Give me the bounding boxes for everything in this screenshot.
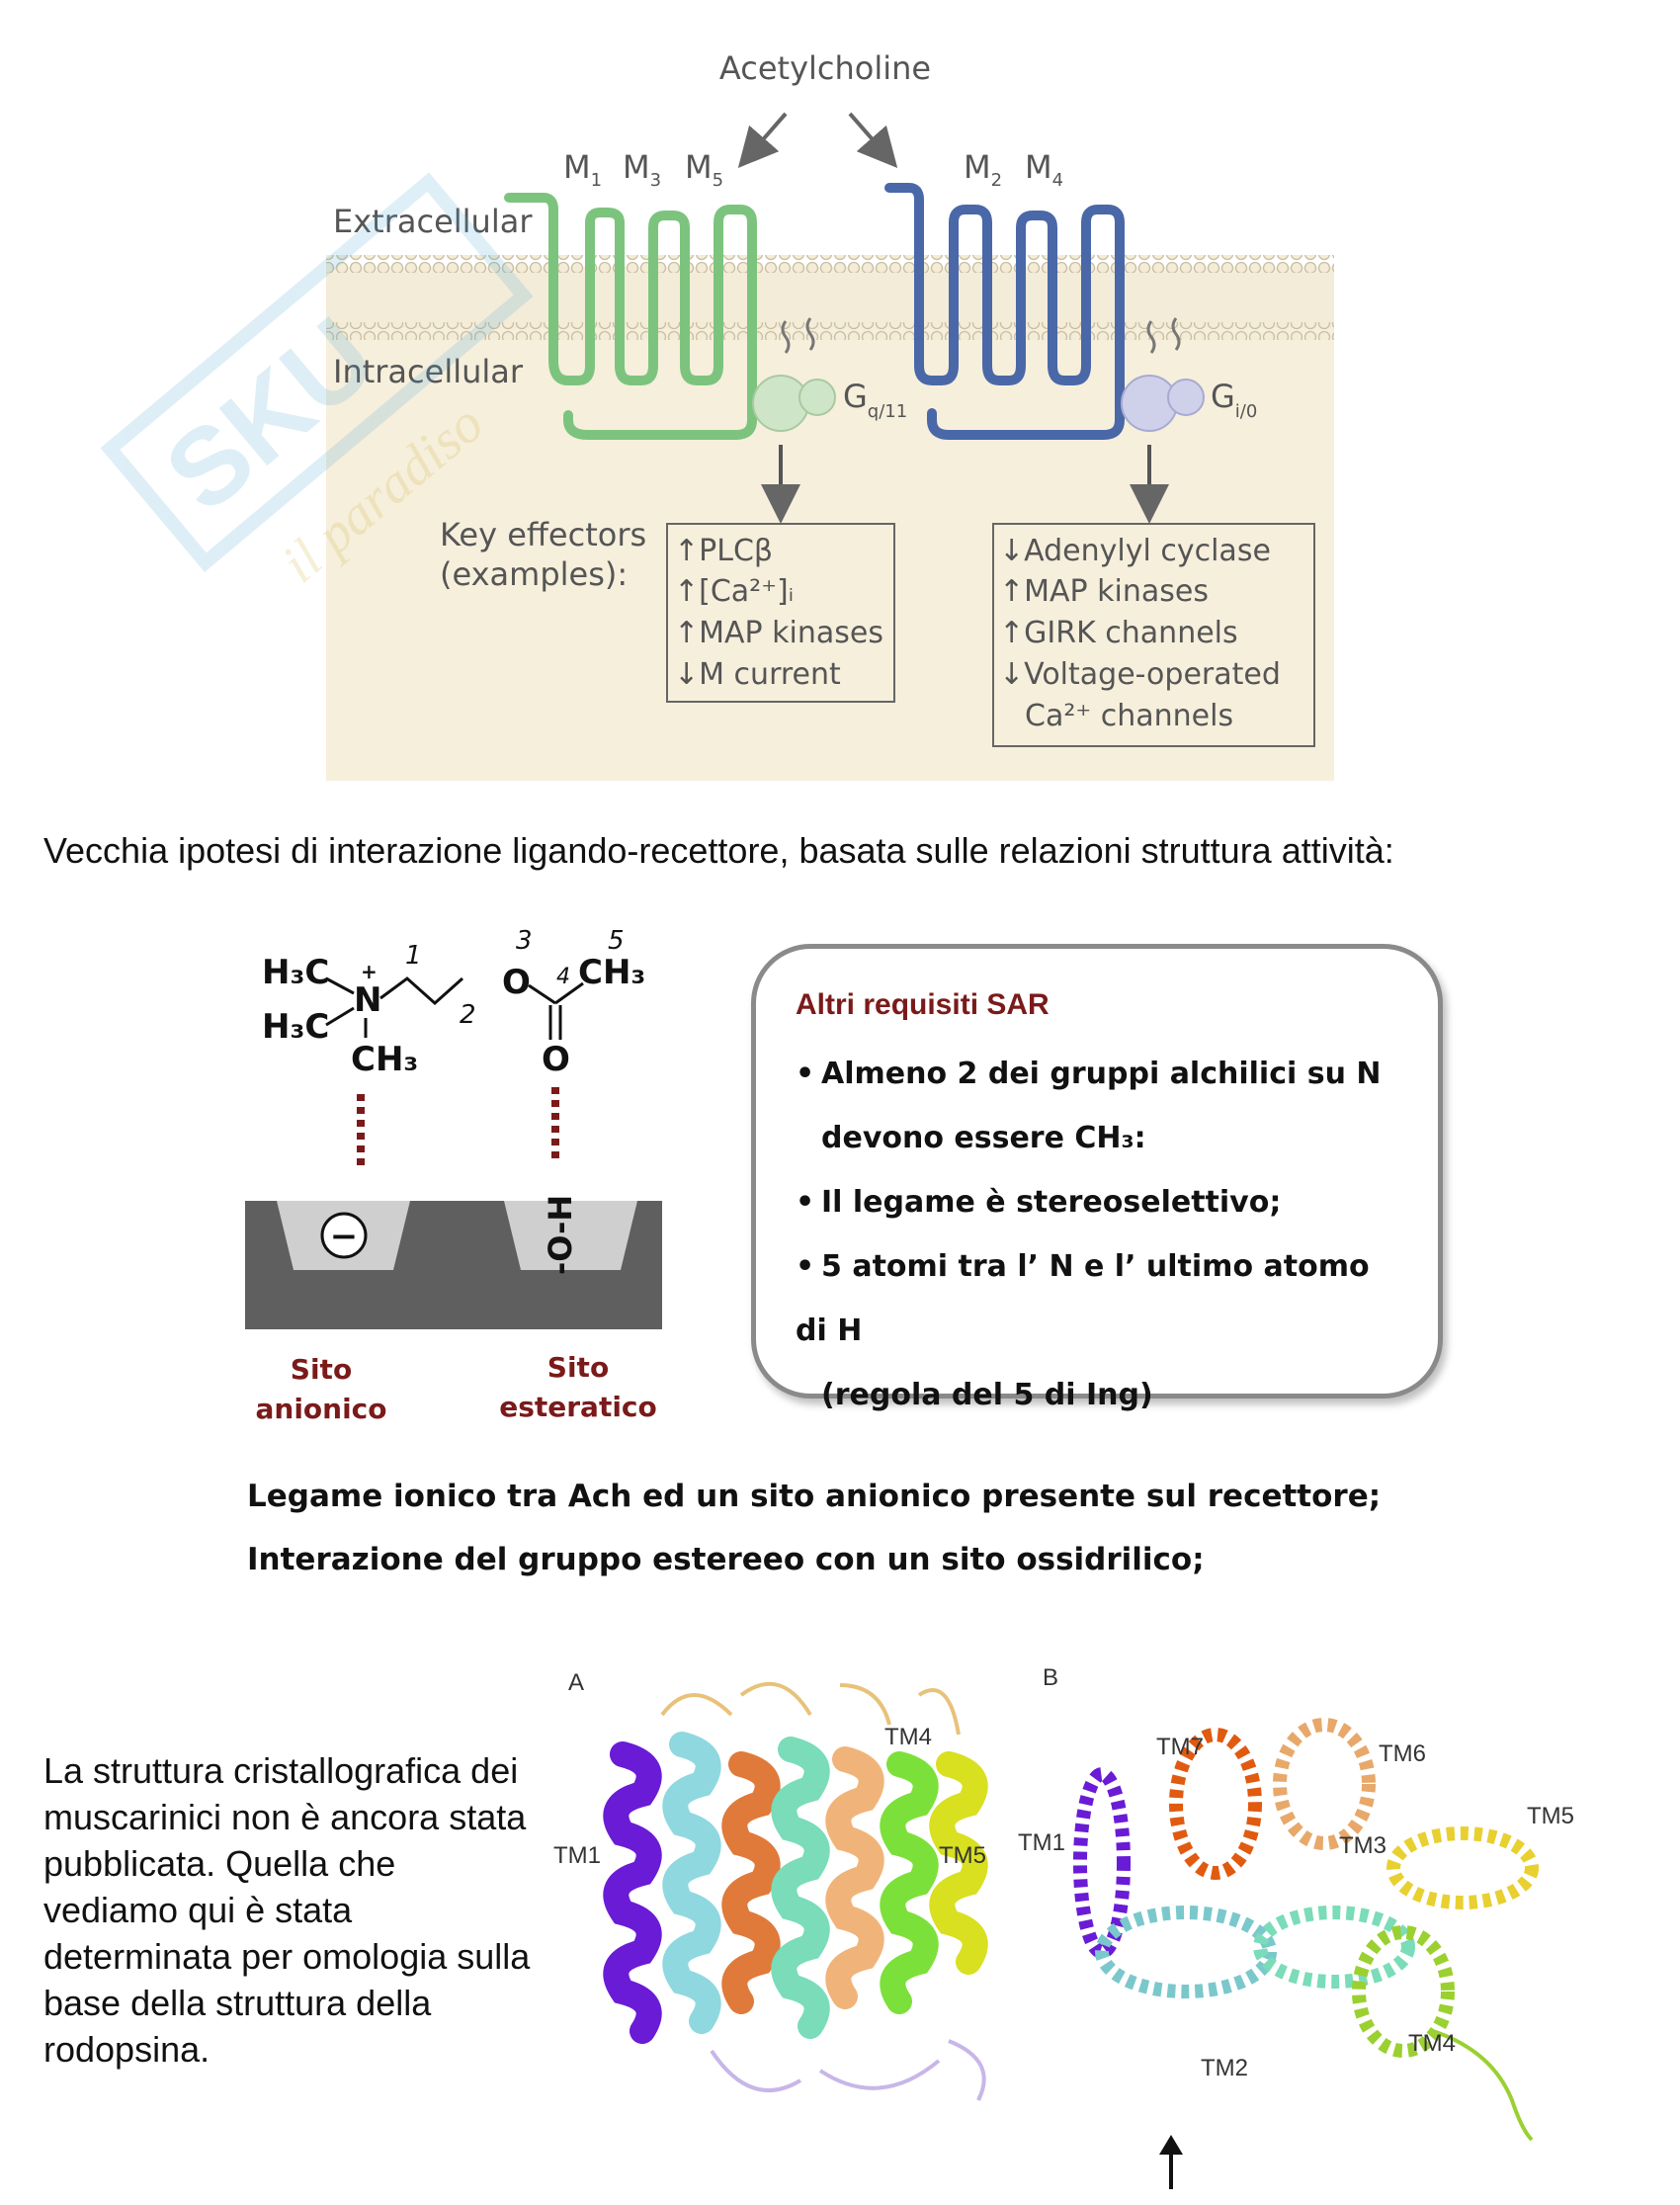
- svg-text:M2: M2: [964, 148, 1002, 191]
- atom-number-2: 2: [460, 1000, 476, 1030]
- sar-item-1-cont: devono essere CH₃:: [821, 1121, 1146, 1155]
- atom-number-1: 1: [405, 941, 422, 971]
- sar-item-3-cont: (regola del 5 di Ing): [821, 1378, 1153, 1412]
- bullet-icon: •: [796, 1057, 815, 1091]
- bond-o-c: [528, 983, 556, 1005]
- statement-ester-interaction: Interazione del gruppo estereeo con un s…: [247, 1542, 1205, 1577]
- gi-effector-3: ↓Voltage-operated: [999, 657, 1281, 692]
- svg-text:M1: M1: [563, 148, 602, 191]
- gq-effectors-list: ↑PLCβ ↑[Ca²⁺]ᵢ ↑MAP kinases ↓M current: [674, 534, 883, 692]
- panel-b-helices: [1073, 1718, 1539, 2142]
- gq-effectors-box: [666, 523, 895, 703]
- acetyl-ch3: CH₃: [578, 953, 645, 992]
- atom-number-3: 3: [516, 926, 533, 956]
- membrane-inner-leaflet: [326, 322, 1334, 340]
- panel-b-label: B: [1043, 1664, 1058, 1691]
- svg-text:M4: M4: [1025, 148, 1063, 191]
- sar-requirements-box: Altri requisiti SAR •Almeno 2 dei gruppi…: [751, 944, 1443, 1412]
- ester-oxygen: O: [502, 963, 531, 1002]
- gi-effectors-box: [992, 523, 1315, 747]
- panel-a-label: A: [568, 1669, 584, 1696]
- negative-charge-icon: [320, 1212, 368, 1259]
- gi-effector-1: ↑MAP kinases: [999, 574, 1209, 609]
- gi-effectors-list: ↓Adenylyl cyclase ↑MAP kinases ↑GIRK cha…: [999, 534, 1281, 733]
- receptor-structure-figure: A TM1 TM4 TM5 B TM7 TM6 TM5: [544, 1655, 1650, 2189]
- esteratic-pocket: [504, 1201, 637, 1270]
- sar-title: Altri requisiti SAR: [796, 988, 1050, 1021]
- h3c-top: H₃C: [262, 953, 329, 992]
- hydroxyl-group: -O-H: [542, 1195, 579, 1275]
- bond-n-ch3-top: [325, 976, 355, 995]
- bullet-icon: •: [796, 1185, 815, 1220]
- arrow-to-m1m3m5: [737, 112, 788, 169]
- key-effectors-label: Key effectors: [440, 516, 646, 553]
- gi-protein: Gi/0: [1121, 317, 1257, 432]
- extracellular-label: Extracellular: [333, 203, 533, 240]
- bond-c-ch3: [554, 981, 584, 1005]
- carbonyl-oxygen: O: [542, 1040, 570, 1079]
- sar-figure: H₃C H₃C + N CH₃ 1 2 3 4 5 O CH₃ O − -O-H…: [237, 924, 1463, 1438]
- arrow-to-m2m4: [848, 112, 898, 169]
- acetylcholine-binding-svg: H₃C H₃C + N CH₃ 1 2 3 4 5 O CH₃ O − -O-H…: [245, 926, 662, 1425]
- acetylcholine-label: Acetylcholine: [719, 49, 931, 87]
- ch3-on-n: CH₃: [351, 1040, 418, 1079]
- panel-b-tm7: TM7: [1156, 1734, 1204, 1760]
- muscarinic-diagram-svg: Acetylcholine M1 M3 M5 M2 M4 Extracellul…: [326, 49, 1334, 781]
- n-plus-charge: +: [361, 960, 378, 983]
- bond-n-ch3-bottom: [325, 1006, 355, 1027]
- panel-a-tm1: TM1: [553, 1842, 601, 1869]
- negative-charge: −: [330, 1217, 359, 1256]
- intro-paragraph: Vecchia ipotesi di interazione ligando-r…: [43, 830, 1394, 871]
- svg-text:Gi/0: Gi/0: [1211, 378, 1257, 422]
- svg-text:M3: M3: [623, 148, 661, 191]
- homology-model-paragraph: La struttura cristallografica dei muscar…: [43, 1750, 531, 2070]
- esteratic-site-label-1: Sito: [547, 1351, 609, 1384]
- intracellular-label: Intracellular: [333, 353, 524, 390]
- gq-effector-1: ↑[Ca²⁺]ᵢ: [674, 574, 794, 609]
- m1-m3-m5-receptor: [504, 193, 757, 440]
- panel-b-tm2: TM2: [1201, 2055, 1248, 2081]
- sar-item-1: •Almeno 2 dei gruppi alchilici su N: [796, 1042, 1408, 1106]
- sar-item-3: •5 atomi tra l’ N e l’ ultimo atomo di H: [796, 1234, 1408, 1363]
- statement-ionic-bond: Legame ionico tra Ach ed un sito anionic…: [247, 1479, 1382, 1514]
- atom-number-4: 4: [556, 965, 570, 989]
- gq-effector-3: ↓M current: [674, 657, 841, 692]
- panel-a-tm4: TM4: [884, 1724, 932, 1750]
- gi-effector-0: ↓Adenylyl cyclase: [999, 534, 1271, 568]
- ethylene-chain: [379, 976, 463, 1006]
- gi-effector-4: Ca²⁺ channels: [1025, 699, 1233, 733]
- anionic-site-label-2: anionico: [255, 1393, 386, 1425]
- esteratic-site-label-2: esteratico: [499, 1391, 657, 1423]
- gi-effector-2: ↑GIRK channels: [999, 616, 1238, 650]
- panel-b-tm5: TM5: [1527, 1803, 1574, 1829]
- atom-number-5: 5: [608, 926, 625, 956]
- panel-b-tm1: TM1: [1018, 1829, 1065, 1856]
- anionic-site-label-1: Sito: [291, 1353, 352, 1386]
- panel-a-tm5: TM5: [939, 1842, 986, 1869]
- svg-text:Gq/11: Gq/11: [843, 378, 907, 422]
- up-arrow-icon: [1159, 2135, 1183, 2155]
- m1-m3-m5-labels: M1 M3 M5: [563, 148, 723, 191]
- helix-models-svg: A TM1 TM4 TM5 B TM7 TM6 TM5: [553, 1664, 1574, 2189]
- sar-item-2: •Il legame è stereoselettivo;: [796, 1170, 1408, 1234]
- key-effectors-examples: (examples):: [440, 555, 628, 593]
- m2-m4-receptor: [884, 183, 1125, 440]
- m2-m4-labels: M2 M4: [964, 148, 1063, 191]
- nitrogen-atom: N: [354, 980, 381, 1020]
- gq-effector-2: ↑MAP kinases: [674, 616, 883, 650]
- muscarinic-signaling-figure: Acetylcholine M1 M3 M5 M2 M4 Extracellul…: [321, 40, 1339, 786]
- panel-b-tm4: TM4: [1408, 2030, 1456, 2057]
- gq-effector-0: ↑PLCβ: [674, 534, 773, 568]
- svg-text:M5: M5: [685, 148, 723, 191]
- panel-a-helices: [603, 1681, 988, 2101]
- h3c-bottom: H₃C: [262, 1007, 329, 1047]
- membrane-outer-leaflet: [326, 255, 1334, 273]
- bullet-icon: •: [796, 1249, 815, 1284]
- panel-b-tm6: TM6: [1379, 1740, 1426, 1767]
- gq-protein: Gq/11: [752, 317, 907, 432]
- membrane-core: [326, 273, 1334, 328]
- panel-b-tm3: TM3: [1339, 1832, 1386, 1859]
